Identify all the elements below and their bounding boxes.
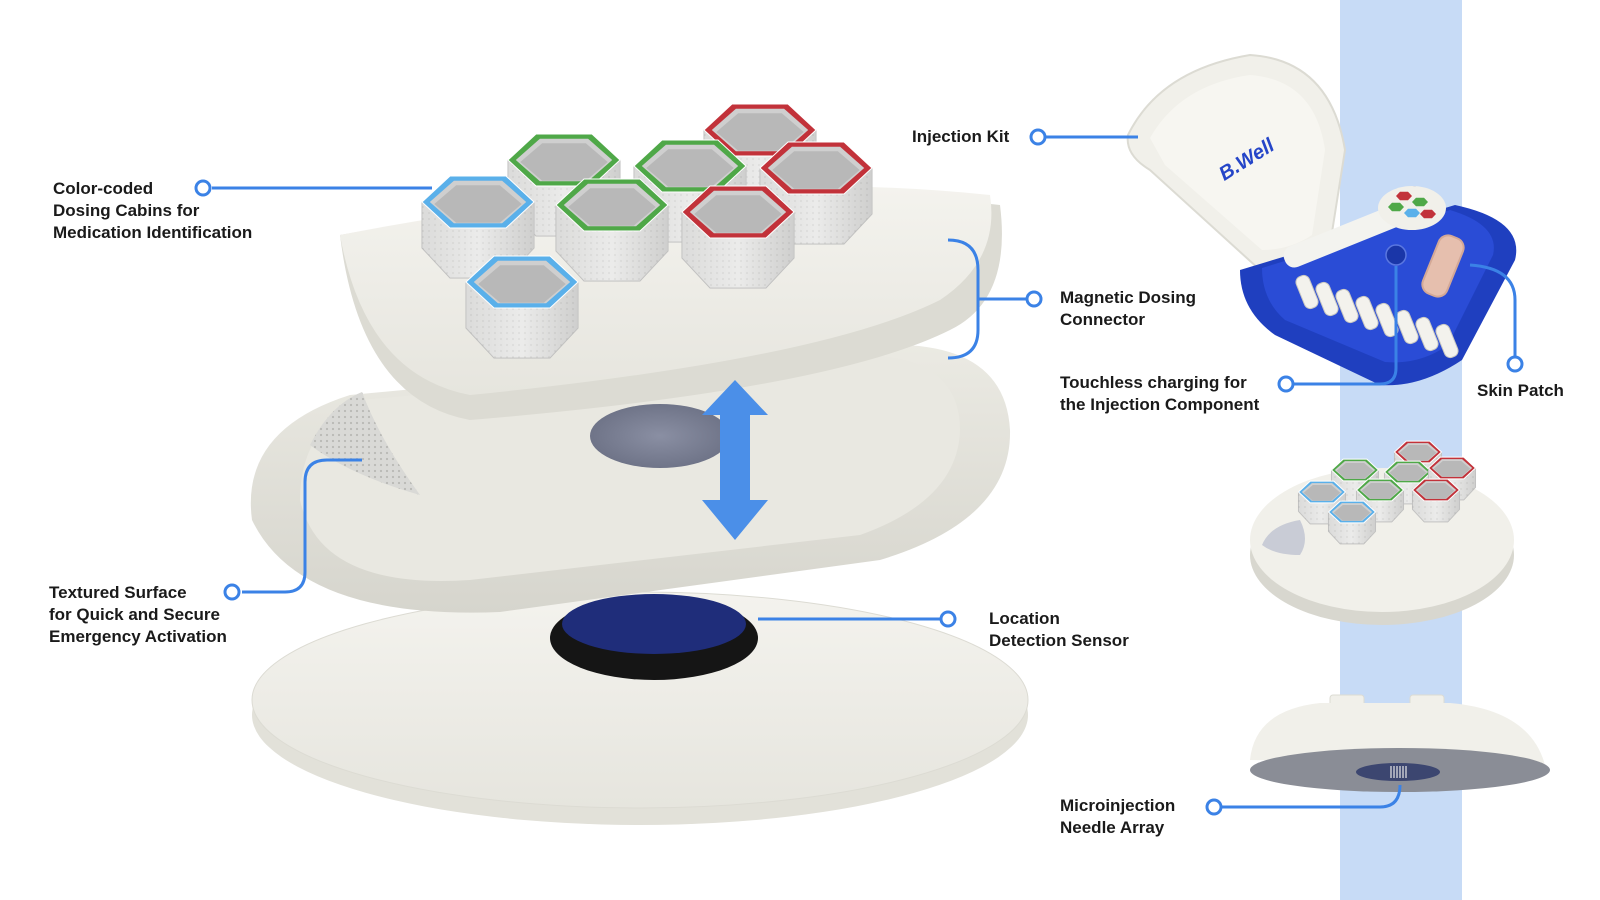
label-line: Connector [1060, 310, 1145, 329]
callout-line-skin-patch [1469, 263, 1517, 356]
injector-slot [1355, 295, 1379, 331]
callout-line-textured [242, 458, 362, 594]
mini-cabin [1412, 197, 1428, 207]
label-line: Skin Patch [1477, 381, 1564, 400]
label-line: the Injection Component [1060, 395, 1260, 414]
mini-cabin [1404, 208, 1420, 218]
location-sensor [550, 594, 758, 680]
label-microinjection: Microinjection Needle Array [1060, 795, 1175, 839]
callout-lines [212, 135, 1517, 809]
dosing-cabin [681, 185, 795, 289]
injector-slot [1315, 281, 1339, 317]
callout-dot-skin-patch [1506, 355, 1524, 373]
device-underside [1250, 694, 1550, 792]
injector-slot [1415, 316, 1439, 352]
label-cabins: Color-coded Dosing Cabins for Medication… [53, 178, 252, 244]
label-line: Location [989, 609, 1060, 628]
injector-slot [1435, 323, 1459, 359]
label-location: Location Detection Sensor [989, 608, 1129, 652]
callout-dot-touchless [1277, 375, 1295, 393]
label-line: Textured Surface [49, 583, 187, 602]
label-line: Medication Identification [53, 223, 253, 242]
label-line: Needle Array [1060, 818, 1165, 837]
mini-cabin [1396, 191, 1412, 201]
label-line: Dosing Cabins for [53, 201, 200, 220]
label-magnetic: Magnetic Dosing Connector [1060, 287, 1196, 331]
label-touchless: Touchless charging for the Injection Com… [1060, 372, 1259, 416]
label-skin-patch: Skin Patch [1477, 380, 1564, 402]
dosing-cabin [555, 178, 669, 282]
magnetic-arrow-icon [702, 380, 768, 540]
callout-dot-location [939, 610, 957, 628]
callout-dot-textured [223, 583, 241, 601]
label-line: Emergency Activation [49, 627, 227, 646]
callout-line-touchless [1294, 266, 1398, 386]
injector-slot [1395, 309, 1419, 345]
callout-dot-microinjection [1205, 798, 1223, 816]
injection-kit: B.Well [1126, 53, 1517, 386]
dosing-cabin [465, 255, 579, 359]
mini-cabin [1388, 202, 1404, 212]
label-line: for Quick and Secure [49, 605, 220, 624]
label-textured: Textured Surface for Quick and Secure Em… [49, 582, 227, 648]
middle-shell [250, 344, 1011, 613]
label-line: Microinjection [1060, 796, 1176, 815]
mini-cabin [1420, 209, 1436, 219]
label-line: Touchless charging for [1060, 373, 1247, 392]
base-plate [251, 591, 1029, 825]
label-line: Magnetic Dosing [1060, 288, 1197, 307]
injector-slot [1295, 274, 1319, 310]
callout-line-microinjection [1222, 784, 1402, 809]
label-line: Color-coded [53, 179, 154, 198]
label-line: Detection Sensor [989, 631, 1129, 650]
callout-line-magnetic [947, 238, 1026, 360]
callout-dot-injection-kit [1029, 128, 1047, 146]
injector-slot [1335, 288, 1359, 324]
dosing-cabins [421, 103, 873, 359]
device-top-view [1250, 440, 1514, 625]
callout-markers [194, 128, 1524, 816]
callout-dot-cabins [194, 179, 212, 197]
label-line: Injection Kit [912, 127, 1010, 146]
injector-slot [1375, 302, 1399, 338]
dosing-cabin [1327, 500, 1377, 545]
callout-dot-magnetic [1025, 290, 1043, 308]
label-injection-kit: Injection Kit [912, 126, 1009, 148]
dosing-cabin [1411, 478, 1461, 523]
